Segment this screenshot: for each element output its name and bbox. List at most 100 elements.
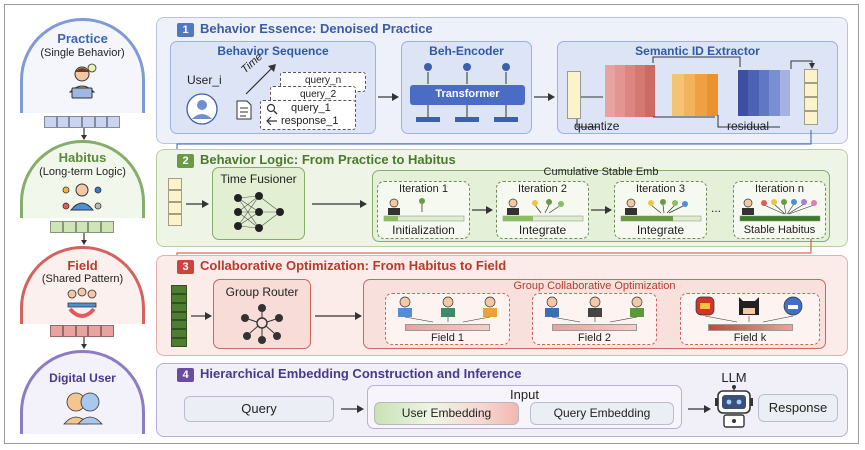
arrow-to-group-collab xyxy=(315,312,362,320)
habitus-title: Habitus xyxy=(58,150,107,165)
llm-label: LLM xyxy=(721,370,747,385)
practice-subtitle: (Single Behavior) xyxy=(40,47,125,59)
encoder-output-nodes xyxy=(424,63,510,84)
semantic-flow-lines xyxy=(576,56,815,128)
iteration-3-graphic xyxy=(620,198,702,222)
field-title: Field xyxy=(67,258,98,273)
response-1-label: response_1 xyxy=(281,115,339,127)
codebook-red xyxy=(605,65,655,117)
residual-label: residual xyxy=(727,119,770,133)
arrow-practice-to-habitus xyxy=(81,128,87,140)
response-box: Response xyxy=(758,394,838,422)
field-2-people-icon xyxy=(545,296,644,323)
practice-person-icon xyxy=(68,63,97,99)
arrow-iter1-to-iter2 xyxy=(472,206,493,214)
arrow-query-to-input xyxy=(341,405,364,413)
cumulative-title: Cumulative Stable Emb xyxy=(543,166,659,178)
input-label: Input xyxy=(510,387,539,402)
habitus-embedding-bar xyxy=(50,221,114,233)
arrow-seq-to-encoder xyxy=(378,93,399,101)
group-router-label: Group Router xyxy=(225,285,299,299)
digital-user-title: Digital User xyxy=(49,371,116,385)
codebook-orange xyxy=(672,74,718,116)
neural-network-icon xyxy=(234,192,284,232)
semantic-id-title: Semantic ID Extractor xyxy=(635,44,760,58)
reply-icon xyxy=(266,116,277,126)
iteration-2-graphic xyxy=(502,198,584,222)
iteration-3-title: Iteration 3 xyxy=(636,183,685,195)
iteration-n-title: Iteration n xyxy=(755,183,804,195)
figure-frame xyxy=(4,4,859,444)
field-subtitle: (Shared Pattern) xyxy=(41,273,124,285)
query-embedding-box: Query Embedding xyxy=(530,402,674,425)
section4-number: 4 xyxy=(177,368,194,382)
quantize-label: quantize xyxy=(574,119,620,133)
codebook-blue xyxy=(738,70,791,116)
query-box: Query xyxy=(184,396,334,422)
section3-input-embedding xyxy=(171,285,187,348)
arrow-iter2-to-iter3 xyxy=(591,206,612,214)
transformer-label: Transformer xyxy=(435,88,500,100)
arrow-input-to-llm xyxy=(688,405,711,413)
section3-title: 3 Collaborative Optimization: From Habitu… xyxy=(177,258,506,274)
field-k-label: Field k xyxy=(733,332,767,344)
iteration-n-graphic xyxy=(739,198,821,222)
section1-title-text: Behavior Essence: Denoised Practice xyxy=(200,21,433,36)
iteration-3-label: Integrate xyxy=(636,223,685,237)
user-embedding-box: User Embedding xyxy=(374,402,519,425)
section2-title: 2 Behavior Logic: From Practice to Habitu… xyxy=(177,152,456,168)
transformer-block xyxy=(410,85,525,105)
arrow-habitus-to-field xyxy=(81,233,87,245)
field-group-icon xyxy=(67,287,97,318)
encoder-input-tokens xyxy=(416,105,518,122)
iteration-1-label: Initialization xyxy=(392,223,455,237)
section4-title-text: Hierarchical Embedding Construction and … xyxy=(200,366,522,381)
habitus-person-icon xyxy=(62,183,102,211)
field-embedding-bar xyxy=(50,325,114,337)
iteration-1-title: Iteration 1 xyxy=(399,183,448,195)
iteration-n-label: Stable Habitus xyxy=(743,224,816,236)
section2-input-embedding xyxy=(168,178,182,226)
arrow-to-group-router xyxy=(191,312,212,320)
iterations-ellipsis: ... xyxy=(711,201,722,215)
field-1-label: Field 1 xyxy=(430,332,465,344)
query-n-label: query_n xyxy=(305,75,342,86)
response-label: Response xyxy=(768,400,828,415)
beh-encoder-title: Beh-Encoder xyxy=(429,44,504,58)
section3-title-text: Collaborative Optimization: From Habitus… xyxy=(200,258,507,273)
query-2-label: query_2 xyxy=(300,89,337,100)
time-arrow xyxy=(245,64,276,95)
section3-number: 3 xyxy=(177,260,194,274)
query-card-1 xyxy=(260,100,356,130)
document-icon xyxy=(236,100,252,120)
arrow-to-cumulative xyxy=(312,200,367,208)
field-k-bar xyxy=(708,324,793,331)
field-k-heroes-icon xyxy=(695,296,803,323)
arrow-field-to-digital xyxy=(81,337,87,349)
section2-title-text: Behavior Logic: From Practice to Habitus xyxy=(200,152,456,167)
search-icon xyxy=(266,103,278,115)
user-avatar-icon xyxy=(186,93,218,125)
digital-user-icon xyxy=(63,392,103,425)
field-1-bar xyxy=(405,324,490,331)
practice-title: Practice xyxy=(57,31,108,46)
group-router-icon xyxy=(241,304,283,344)
semantic-id-output xyxy=(804,69,818,125)
query-label: Query xyxy=(241,401,277,416)
user-embedding-label: User Embedding xyxy=(401,406,492,420)
query-1-label: query_1 xyxy=(291,102,331,114)
field-2-label: Field 2 xyxy=(577,332,612,344)
section2-number: 2 xyxy=(177,154,194,168)
user-label: User_i xyxy=(187,73,222,87)
time-fusioner-label: Time Fusioner xyxy=(220,172,297,186)
semantic-input-embedding xyxy=(567,71,581,119)
section4-title: 4 Hierarchical Embedding Construction and… xyxy=(177,366,521,382)
iteration-2-label: Integrate xyxy=(518,223,567,237)
practice-embedding-bar xyxy=(44,116,121,128)
llm-robot-icon xyxy=(715,385,753,428)
iteration-2-title: Iteration 2 xyxy=(518,183,567,195)
field-2-bar xyxy=(552,324,637,331)
section1-number: 1 xyxy=(177,23,194,37)
behavior-sequence-title: Behavior Sequence xyxy=(217,44,329,58)
query-embedding-label: Query Embedding xyxy=(553,406,651,420)
